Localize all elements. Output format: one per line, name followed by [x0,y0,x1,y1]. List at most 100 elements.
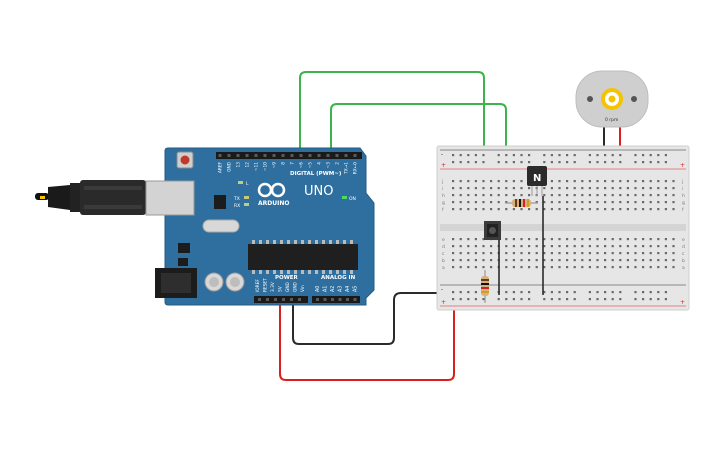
terminal-hole[interactable] [649,259,652,262]
terminal-hole[interactable] [672,208,675,211]
terminal-hole[interactable] [528,259,531,262]
analog-pin-hole[interactable] [331,298,334,301]
terminal-hole[interactable] [672,252,675,255]
terminal-hole[interactable] [566,245,569,248]
terminal-hole[interactable] [452,201,455,204]
rail-hole[interactable] [497,154,500,157]
terminal-hole[interactable] [497,208,500,211]
rail-hole[interactable] [566,291,569,294]
rail-hole[interactable] [596,291,599,294]
terminal-hole[interactable] [474,245,477,248]
terminal-hole[interactable] [649,201,652,204]
rail-hole[interactable] [634,291,637,294]
rail-hole[interactable] [596,154,599,157]
terminal-hole[interactable] [626,259,629,262]
rail-hole[interactable] [619,291,622,294]
terminal-hole[interactable] [611,201,614,204]
terminal-hole[interactable] [604,194,607,197]
terminal-hole[interactable] [626,238,629,241]
terminal-hole[interactable] [626,194,629,197]
power-pin-hole[interactable] [266,298,269,301]
terminal-hole[interactable] [482,238,485,241]
terminal-hole[interactable] [490,208,493,211]
terminal-hole[interactable] [642,180,645,183]
terminal-hole[interactable] [558,194,561,197]
terminal-hole[interactable] [634,201,637,204]
terminal-hole[interactable] [604,187,607,190]
terminal-hole[interactable] [596,194,599,197]
terminal-hole[interactable] [528,208,531,211]
terminal-hole[interactable] [467,252,470,255]
terminal-hole[interactable] [611,266,614,269]
terminal-hole[interactable] [467,245,470,248]
terminal-hole[interactable] [573,252,576,255]
terminal-hole[interactable] [604,238,607,241]
terminal-hole[interactable] [573,187,576,190]
terminal-hole[interactable] [573,201,576,204]
terminal-hole[interactable] [634,194,637,197]
terminal-hole[interactable] [452,245,455,248]
rail-hole[interactable] [588,291,591,294]
terminal-hole[interactable] [588,180,591,183]
digital-pin-hole[interactable] [263,154,267,157]
terminal-hole[interactable] [528,187,531,190]
terminal-hole[interactable] [642,245,645,248]
terminal-hole[interactable] [649,266,652,269]
terminal-hole[interactable] [543,259,546,262]
terminal-hole[interactable] [657,187,660,190]
terminal-hole[interactable] [649,238,652,241]
terminal-hole[interactable] [604,259,607,262]
terminal-hole[interactable] [474,238,477,241]
terminal-hole[interactable] [505,252,508,255]
terminal-hole[interactable] [528,252,531,255]
terminal-hole[interactable] [642,201,645,204]
rail-hole[interactable] [604,154,607,157]
analog-pin-hole[interactable] [353,298,357,301]
terminal-hole[interactable] [505,259,508,262]
terminal-hole[interactable] [573,180,576,183]
terminal-hole[interactable] [634,245,637,248]
terminal-hole[interactable] [543,238,546,241]
terminal-hole[interactable] [482,194,485,197]
rail-hole[interactable] [528,161,531,164]
terminal-hole[interactable] [490,252,493,255]
terminal-hole[interactable] [657,194,660,197]
terminal-hole[interactable] [550,238,553,241]
terminal-hole[interactable] [619,187,622,190]
rail-hole[interactable] [604,298,607,301]
power-pin-hole[interactable] [274,298,277,301]
terminal-hole[interactable] [619,194,622,197]
rail-hole[interactable] [649,291,652,294]
terminal-hole[interactable] [459,208,462,211]
terminal-hole[interactable] [535,245,538,248]
terminal-hole[interactable] [452,180,455,183]
rail-hole[interactable] [649,161,652,164]
terminal-hole[interactable] [505,208,508,211]
terminal-hole[interactable] [452,266,455,269]
terminal-hole[interactable] [520,180,523,183]
rail-hole[interactable] [558,161,561,164]
terminal-hole[interactable] [482,208,485,211]
terminal-hole[interactable] [512,194,515,197]
analog-pin-hole[interactable] [323,298,327,301]
terminal-hole[interactable] [543,194,546,197]
terminal-hole[interactable] [490,201,493,204]
terminal-hole[interactable] [528,266,531,269]
terminal-hole[interactable] [550,194,553,197]
terminal-hole[interactable] [558,252,561,255]
terminal-hole[interactable] [649,187,652,190]
digital-pin-hole[interactable] [227,154,231,157]
terminal-hole[interactable] [474,194,477,197]
terminal-hole[interactable] [581,187,584,190]
rail-hole[interactable] [543,161,546,164]
terminal-hole[interactable] [664,266,667,269]
terminal-hole[interactable] [459,194,462,197]
rail-hole[interactable] [474,161,477,164]
terminal-hole[interactable] [505,180,508,183]
terminal-hole[interactable] [573,238,576,241]
rail-hole[interactable] [657,291,660,294]
terminal-hole[interactable] [520,266,523,269]
terminal-hole[interactable] [474,208,477,211]
terminal-hole[interactable] [664,194,667,197]
terminal-hole[interactable] [649,245,652,248]
